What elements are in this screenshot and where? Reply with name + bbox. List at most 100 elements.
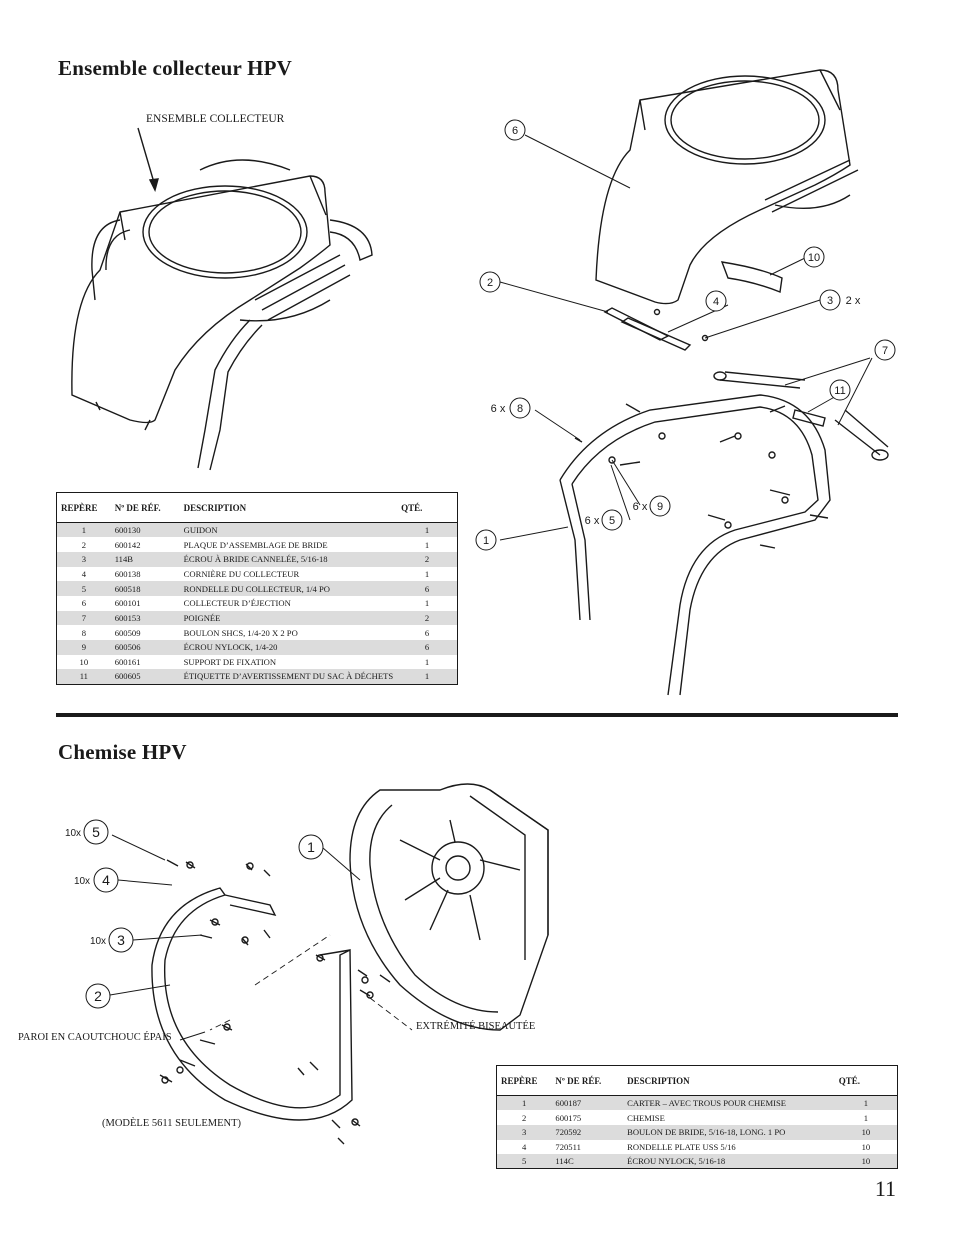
cell-qty: 1	[397, 669, 458, 685]
cell-qty: 1	[397, 522, 458, 538]
diagram-label: 10	[808, 252, 820, 264]
cell-item: 7	[56, 610, 111, 626]
cell-ref: 600130	[110, 522, 180, 538]
exploded-collector-drawing	[559, 69, 889, 696]
table-row: 2 600142 PLAQUE D’ASSEMBLAGE DE BRIDE 1	[57, 537, 458, 552]
column-header: Nº DE RÉF.	[551, 1065, 624, 1096]
cell-description: ÉTIQUETTE D’AVERTISSEMENT DU SAC À DÉCHE…	[179, 669, 398, 685]
cell-qty: 2	[397, 551, 458, 567]
cell-description: CHEMISE	[627, 1112, 665, 1123]
column-header: DESCRIPTION	[623, 1065, 835, 1096]
cell-ref: 600175	[555, 1112, 582, 1123]
diagram-label: 11	[834, 385, 845, 397]
table-header-row: REPÈRE Nº DE RÉF. DESCRIPTION QTÉ.	[496, 1065, 898, 1096]
housing-part-circles	[83, 819, 324, 1009]
cell-item: 1	[496, 1095, 552, 1111]
diagram-label: 10x	[90, 936, 106, 947]
collector-parts-table: REPÈRE Nº DE RÉF. DESCRIPTION QTÉ. 1 6001…	[56, 492, 458, 685]
cell-qty: 1	[863, 1112, 869, 1123]
diagram-label: 4	[102, 872, 110, 888]
table-header-row: REPÈRE Nº DE RÉF. DESCRIPTION QTÉ.	[56, 492, 458, 523]
cell-item: 4	[522, 1141, 527, 1152]
collector-part-circles	[475, 119, 896, 551]
cell-item: 3	[56, 551, 111, 567]
callout-leader-assembly	[137, 127, 156, 187]
diagram-label: 2	[94, 988, 102, 1004]
diagram-label: 10x	[74, 876, 90, 887]
cell-qty: 2	[397, 610, 458, 626]
cell-item: 9	[56, 640, 111, 655]
diagram-label: 1	[307, 839, 315, 855]
cell-ref: 600187	[551, 1095, 624, 1111]
diagram-label: 6 x	[491, 403, 506, 415]
cell-qty: 1	[834, 1095, 898, 1111]
housing-drawing	[151, 783, 549, 1145]
cell-item: 6	[81, 598, 86, 609]
column-header: REPÈRE	[496, 1065, 552, 1096]
cell-ref: 114B	[110, 551, 180, 567]
cell-ref: 720592	[551, 1124, 624, 1140]
diagram-label: 4	[713, 296, 719, 308]
callout-beveled-end: EXTRÉMITÉ BISEAUTÉE	[416, 1021, 536, 1032]
diagram-label: 6 x	[585, 515, 600, 527]
callout-collector-assembly: ENSEMBLE COLLECTEUR	[146, 113, 285, 125]
cell-description: ÉCROU NYLOCK, 1/4-20	[179, 640, 398, 655]
cell-ref: 600509	[114, 627, 141, 638]
cell-item: 8	[81, 627, 86, 638]
cell-ref: 600142	[114, 539, 141, 550]
column-header: QTÉ.	[397, 492, 458, 523]
cell-qty: 10	[861, 1141, 871, 1152]
cell-description: GUIDON	[179, 522, 398, 538]
assembled-collector-drawing	[71, 159, 373, 471]
cell-qty: 6	[397, 640, 458, 655]
cell-item: 4	[81, 568, 86, 579]
callout-model-only: (MODÈLE 5611 SEULEMENT)	[102, 1118, 242, 1129]
collector-part-numbers: 6 10 2 4 3 2 x 7 11 6 x 8 9 6 x 5 6 x 1	[483, 125, 888, 547]
cell-description: CARTER – AVEC TROUS POUR CHEMISE	[623, 1095, 835, 1111]
callout-rubber-wall: PAROI EN CAOUTCHOUC ÉPAIS	[18, 1032, 172, 1043]
table-row: 2 600175 CHEMISE 1	[497, 1110, 898, 1125]
cell-ref: 114C	[551, 1154, 624, 1169]
collector-section-title: Ensemble collecteur HPV	[58, 56, 293, 80]
cell-item: 11	[56, 669, 111, 685]
cell-item: 10	[79, 657, 89, 668]
cell-description: PLAQUE D’ASSEMBLAGE DE BRIDE	[183, 539, 328, 550]
cell-description: RONDELLE PLATE USS 5/16	[627, 1141, 736, 1152]
diagram-label: 6	[512, 125, 518, 137]
diagram-label: 6 x	[633, 501, 648, 513]
cell-qty: 6	[397, 581, 458, 596]
section-divider	[56, 713, 898, 717]
cell-item: 2	[522, 1112, 527, 1123]
cell-item: 2	[81, 539, 86, 550]
cell-description: RONDELLE DU COLLECTEUR, 1/4 PO	[179, 581, 398, 596]
cell-qty: 1	[424, 539, 430, 550]
cell-description: SUPPORT DE FIXATION	[183, 657, 277, 668]
cell-qty: 1	[424, 598, 430, 609]
cell-description: COLLECTEUR D’ÉJECTION	[183, 598, 291, 609]
cell-qty: 1	[424, 568, 430, 579]
cell-qty: 6	[424, 627, 430, 638]
cell-qty: 10	[834, 1154, 898, 1169]
cell-qty: 1	[424, 657, 430, 668]
cell-ref: 600138	[114, 568, 141, 579]
cell-description: ÉCROU NYLOCK, 5/16-18	[623, 1154, 835, 1169]
diagram-label: 5	[92, 824, 100, 840]
diagram-label: 9	[657, 501, 663, 513]
diagram-label: 7	[882, 345, 888, 357]
cell-item: 5	[496, 1154, 552, 1169]
diagram-label: 3	[117, 932, 125, 948]
housing-section-title: Chemise HPV	[58, 740, 187, 764]
